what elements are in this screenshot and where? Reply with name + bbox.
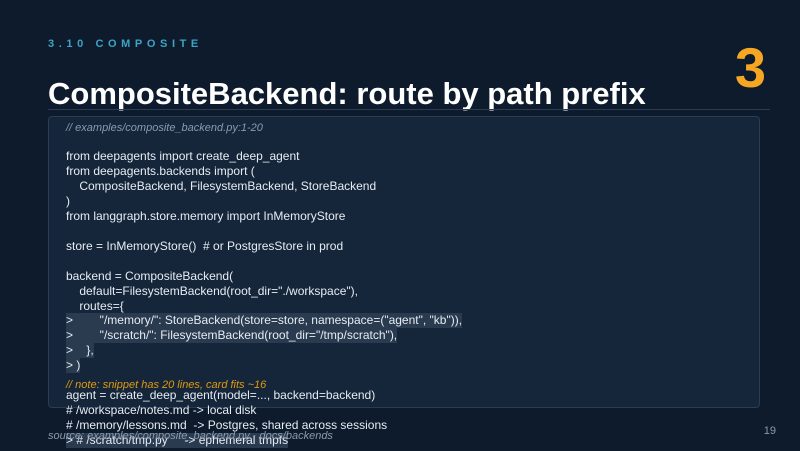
code-line: ) xyxy=(66,193,70,208)
code-header-comment: // examples/composite_backend.py:1-20 xyxy=(66,122,263,134)
source-footer: source: examples/composite_backend.py · … xyxy=(48,430,333,442)
code-line: > }, xyxy=(66,343,94,359)
code-line: agent = create_deep_agent(model=..., bac… xyxy=(66,388,376,403)
code-line: routes={ xyxy=(66,298,124,313)
code-line: # /memory/lessons.md -> Postgres, shared… xyxy=(66,418,388,433)
section-number-large: 3 xyxy=(734,36,766,99)
code-panel xyxy=(48,116,760,408)
code-line: > ) xyxy=(66,358,81,374)
code-line: CompositeBackend, FilesystemBackend, Sto… xyxy=(66,178,377,193)
code-line: > "/scratch/": FilesystemBackend(root_di… xyxy=(66,328,398,344)
page-number: 19 xyxy=(763,425,776,437)
page-title: CompositeBackend: route by path prefix xyxy=(48,76,646,111)
code-line: from deepagents import create_deep_agent xyxy=(66,149,300,163)
section-label: 3.10 COMPOSITE xyxy=(48,38,203,50)
code-line: > "/memory/": StoreBackend(store=store, … xyxy=(66,313,463,329)
title-divider xyxy=(48,109,770,110)
code-line: backend = CompositeBackend( xyxy=(66,268,234,283)
code-line: > # /scratch/tmp.py -> ephemeral tmpfs xyxy=(66,433,289,449)
code-line: store = InMemoryStore() # or PostgresSto… xyxy=(66,238,344,253)
code-line: # /workspace/notes.md -> local disk xyxy=(66,403,257,418)
overflow-note: // note: snippet has 20 lines, card fits… xyxy=(66,379,267,391)
code-line: from langgraph.store.memory import InMem… xyxy=(66,208,346,223)
code-line: from deepagents.backends import ( xyxy=(66,163,255,178)
code-line: default=FilesystemBackend(root_dir="./wo… xyxy=(66,283,358,298)
